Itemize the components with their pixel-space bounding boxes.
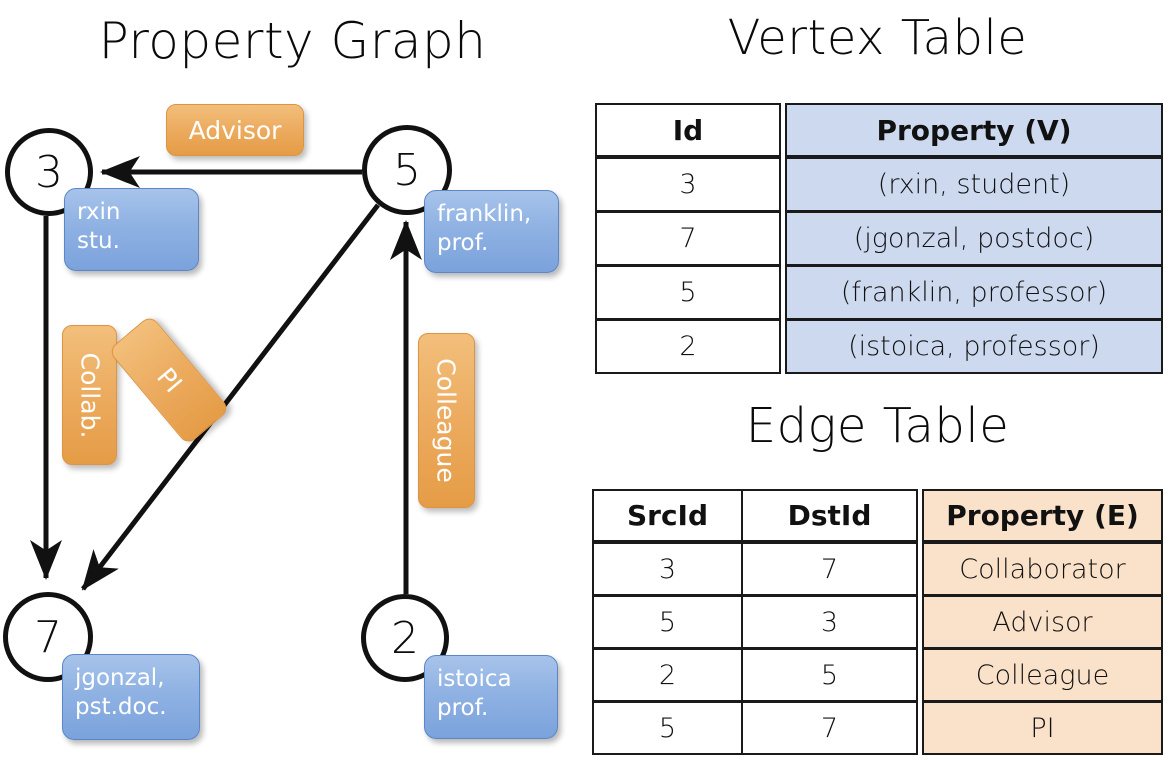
edge-table-cell-srcid-2: 2: [592, 648, 743, 701]
vertex-table-cell-id-1: 7: [595, 211, 781, 265]
vertex-table-header-property: Property (V): [785, 103, 1163, 157]
edge-table-column-property: Property (E) Collaborator Advisor Collea…: [922, 489, 1163, 755]
graph-edge-5-to-7: [81, 203, 380, 591]
graph-node-2-property-box[interactable]: istoica prof.: [424, 655, 558, 739]
graph-node-5-property-line2: prof.: [437, 230, 489, 257]
edge-table-cell-srcid-0: 3: [592, 542, 743, 595]
vertex-table-header-id: Id: [595, 103, 781, 157]
graph-node-3-property-line2: stu.: [77, 228, 120, 255]
edge-table-header-property: Property (E): [922, 489, 1163, 542]
edge-table-cell-dstid-3: 7: [741, 701, 918, 755]
vertex-table-cell-property-3: (istoica, professor): [785, 319, 1163, 374]
graph-node-5-property-line1: franklin,: [437, 201, 532, 227]
graph-edge-label-collab[interactable]: Collab.: [62, 325, 117, 465]
graph-edges-svg: [30, 156, 422, 594]
graph-edge-label-colleague-text: Colleague: [432, 358, 462, 483]
edge-table-cell-srcid-1: 5: [592, 595, 743, 648]
page-title-vertex-table: Vertex Table: [727, 10, 1028, 66]
edge-table-cell-srcid-3: 5: [592, 701, 743, 755]
edge-table-header-dstid: DstId: [741, 489, 918, 542]
edge-table-cell-property-0: Collaborator: [922, 542, 1163, 595]
property-graph-diagram: 3 5 7 2 rxin stu. franklin, prof. jgonza…: [3, 104, 559, 740]
vertex-table-column-id: Id 3 7 5 2: [595, 103, 781, 374]
vertex-table-cell-property-0: (rxin, student): [785, 157, 1163, 211]
graph-node-7-property-line2: pst.doc.: [75, 694, 167, 721]
graph-node-2-property-line1: istoica: [437, 666, 512, 692]
edge-table-column-dstid: DstId 7 3 5 7: [741, 489, 918, 755]
graph-node-3-property-box[interactable]: rxin stu.: [64, 188, 199, 271]
graph-edge-label-colleague[interactable]: Colleague: [418, 333, 475, 508]
edge-table-cell-property-3: PI: [922, 701, 1163, 755]
edge-table-header-srcid: SrcId: [592, 489, 743, 542]
graph-node-5[interactable]: 5: [362, 125, 452, 215]
page-title-edge-table: Edge Table: [745, 398, 1010, 454]
edge-table-column-srcid: SrcId 3 5 2 5: [592, 489, 743, 755]
vertex-table-cell-property-1: (jgonzal, postdoc): [785, 211, 1163, 265]
graph-node-3-property-line1: rxin: [77, 199, 121, 225]
vertex-table-cell-id-3: 2: [595, 319, 781, 374]
graph-node-7-property-box[interactable]: jgonzal, pst.doc.: [62, 654, 200, 740]
vertex-table-cell-property-2: (franklin, professor): [785, 265, 1163, 319]
vertex-table-cell-id-2: 5: [595, 265, 781, 319]
graph-node-5-property-box[interactable]: franklin, prof.: [424, 190, 559, 273]
graph-node-7-property-line1: jgonzal,: [75, 665, 165, 691]
edge-table-cell-dstid-1: 3: [741, 595, 918, 648]
page-title-property-graph: Property Graph: [98, 12, 487, 70]
edge-table-cell-dstid-0: 7: [741, 542, 918, 595]
graph-edge-label-pi-text: PI: [150, 362, 188, 398]
vertex-table-cell-id-0: 3: [595, 157, 781, 211]
vertex-table-column-property: Property (V) (rxin, student) (jgonzal, p…: [785, 103, 1163, 374]
graph-edge-label-collab-text: Collab.: [75, 352, 104, 438]
graph-node-2-property-line2: prof.: [437, 695, 489, 722]
edge-table-cell-property-1: Advisor: [922, 595, 1163, 648]
graph-edge-label-advisor[interactable]: Advisor: [166, 104, 304, 156]
edge-table-cell-property-2: Colleague: [922, 648, 1163, 701]
edge-table-cell-dstid-2: 5: [741, 648, 918, 701]
graph-node-2[interactable]: 2: [361, 594, 449, 682]
graph-edge-label-advisor-text: Advisor: [188, 115, 282, 145]
